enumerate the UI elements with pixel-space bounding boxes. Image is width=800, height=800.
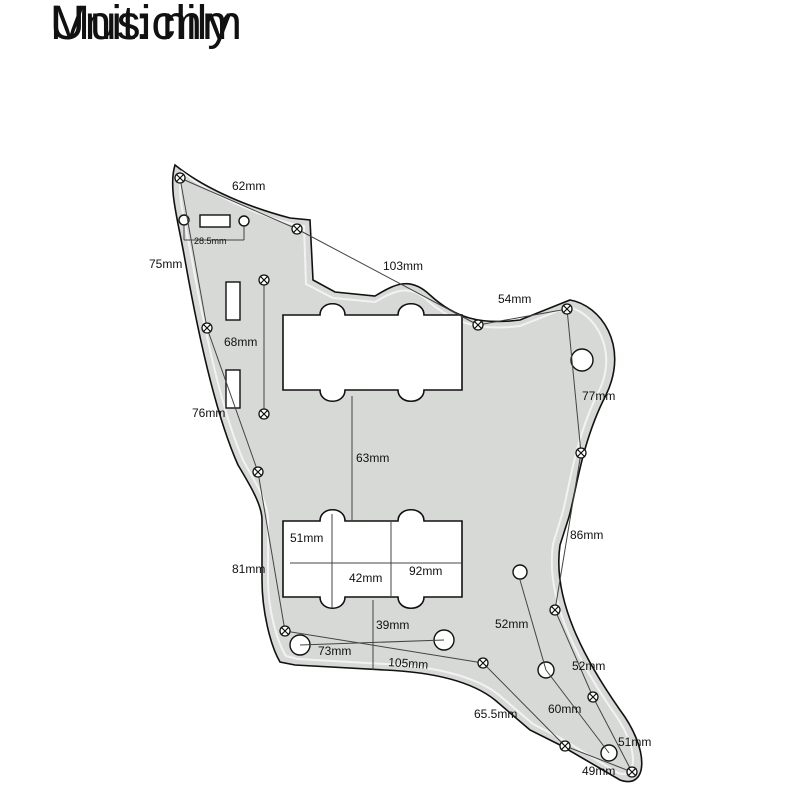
dim-68mm: 68mm: [224, 335, 257, 349]
dim-65-5mm: 65.5mm: [474, 707, 517, 721]
screw-15: [626, 766, 638, 778]
screw-6: [258, 274, 270, 286]
dim-42mm: 42mm: [349, 571, 382, 585]
dim-52mm-right: 52mm: [572, 659, 605, 673]
dim-51mm: 51mm: [290, 531, 323, 545]
dim-52mm-left: 52mm: [495, 617, 528, 631]
screw-holes: [174, 172, 638, 778]
screw-8: [252, 466, 264, 478]
screw-7: [258, 408, 270, 420]
measure-lines: [179, 177, 633, 773]
dim-105mm: 105mm: [388, 655, 429, 672]
dim-76mm: 76mm: [192, 406, 225, 420]
dim-51mm-bottom: 51mm: [618, 735, 651, 749]
upper-bout-hole: [570, 348, 594, 372]
screw-3: [472, 319, 484, 331]
dim-39mm: 39mm: [376, 618, 409, 632]
bridge-pickup-cutout: [282, 508, 463, 610]
screw-9: [575, 447, 587, 459]
switch-slot-lower: [225, 369, 241, 409]
dim-49mm: 49mm: [582, 764, 615, 778]
unit-label: Unit: mm: [50, 0, 242, 50]
screw-5: [201, 322, 213, 334]
dim-103mm: 103mm: [383, 259, 423, 273]
dim-28-5mm: 28.5mm: [194, 236, 227, 246]
dim-62mm: 62mm: [232, 179, 265, 193]
small-hole-right: [238, 215, 250, 227]
dim-75mm: 75mm: [149, 257, 182, 271]
pickguard-bevel: [179, 170, 634, 775]
brand-title: Musiclily: [50, 0, 232, 50]
dim-77mm: 77mm: [582, 389, 615, 403]
screw-4: [561, 303, 573, 315]
dimension-labels: 62mm 75mm 28.5mm 103mm 54mm 68mm 76mm 77…: [149, 179, 651, 778]
dim-60mm: 60mm: [548, 702, 581, 716]
screw-11: [279, 625, 291, 637]
small-hole-left: [178, 214, 190, 226]
switch-slot-top: [199, 214, 231, 228]
neck-pickup-cutout: [282, 302, 463, 403]
screw-1: [174, 172, 186, 184]
dim-73mm: 73mm: [318, 644, 351, 658]
dim-86mm: 86mm: [570, 528, 603, 542]
screw-13: [587, 691, 599, 703]
dim-81mm: 81mm: [232, 562, 265, 576]
dim-54mm: 54mm: [498, 292, 531, 306]
screw-14: [559, 740, 571, 752]
screw-12: [477, 657, 489, 669]
screw-10: [549, 604, 561, 616]
knob-hole-small: [512, 564, 528, 580]
dim-92mm: 92mm: [409, 564, 442, 578]
screw-2: [291, 223, 303, 235]
switch-slot-upper: [225, 281, 241, 321]
dim-63mm: 63mm: [356, 451, 389, 465]
